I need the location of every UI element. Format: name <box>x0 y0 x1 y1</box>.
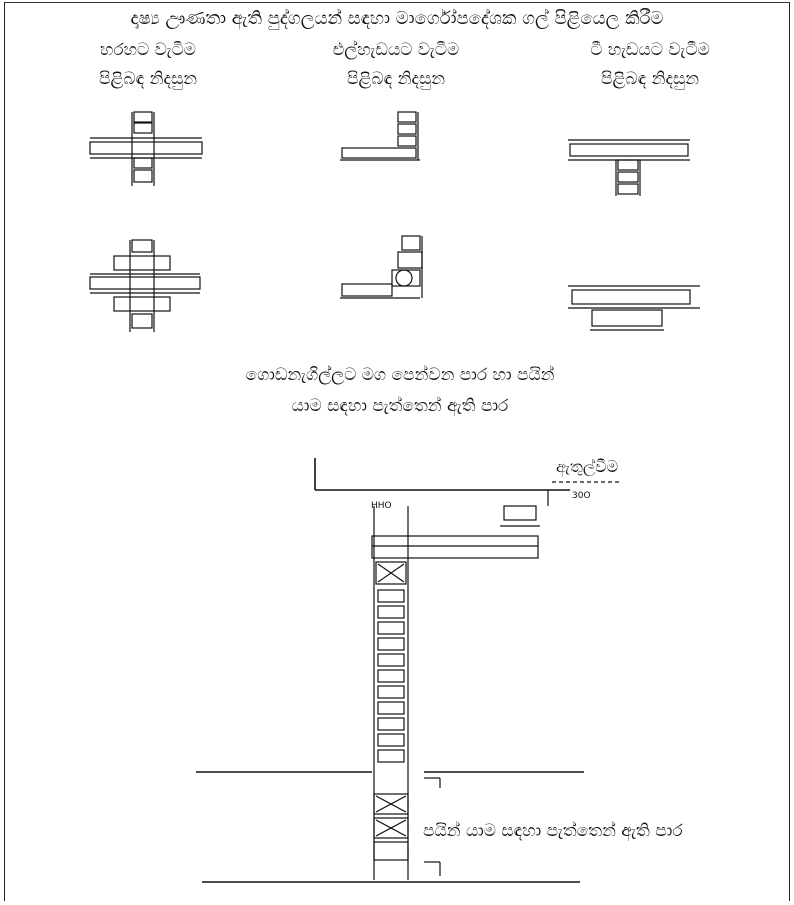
building-approach-path <box>196 458 620 882</box>
cross-pattern-detailed <box>90 240 200 332</box>
t-pattern-small <box>568 140 690 196</box>
l-pattern-small <box>340 112 420 160</box>
cross-pattern-small <box>90 112 202 186</box>
path-mark-text: HHO <box>371 501 392 511</box>
entrance-mark-text: 30O <box>572 491 591 501</box>
t-pattern-detailed <box>568 286 700 330</box>
l-pattern-detailed <box>340 236 422 298</box>
